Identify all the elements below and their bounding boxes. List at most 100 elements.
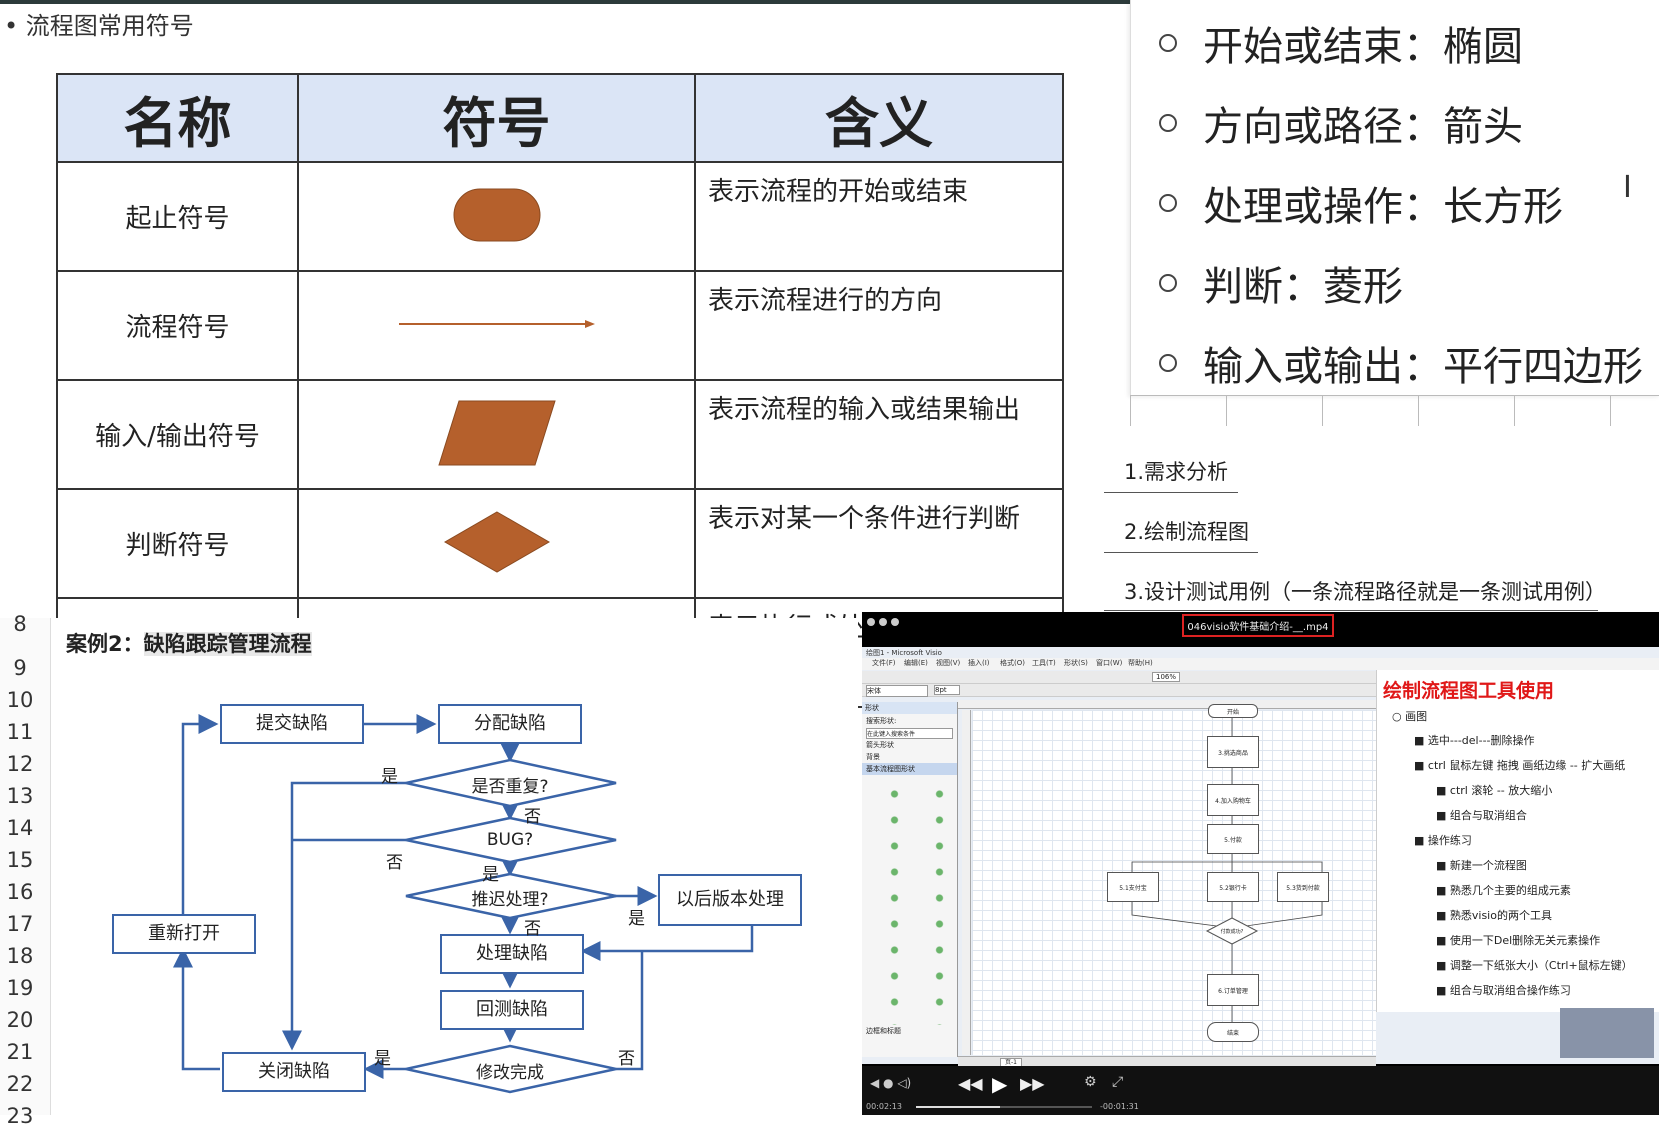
fast-forward-icon[interactable]: ▶▶ <box>1020 1074 1045 1093</box>
zoom-select[interactable]: 106% <box>1152 672 1181 682</box>
bullet-circle-icon <box>1159 114 1177 132</box>
menu-item[interactable]: 帮助(H) <box>1128 659 1153 667</box>
window-close-icon[interactable] <box>867 618 875 626</box>
line-number: 21 <box>6 1040 34 1064</box>
canvas-shape[interactable]: 开始 <box>1208 704 1258 718</box>
play-icon[interactable]: ▶ <box>992 1072 1008 1096</box>
canvas-shape[interactable]: 5.1支付宝 <box>1107 872 1159 902</box>
canvas-shape[interactable]: 3.挑选商品 <box>1207 736 1259 768</box>
line-number: 13 <box>6 784 34 808</box>
canvas-shape[interactable]: 6.订单管理 <box>1207 974 1259 1006</box>
flow-assign-box: 分配缺陷 <box>438 704 582 744</box>
summary-item: 输入或输出：平行四边形 <box>1159 334 1643 392</box>
line-number: 19 <box>6 976 34 1000</box>
step-divider <box>1104 492 1238 493</box>
stencil-shape-grid[interactable] <box>862 775 957 1025</box>
document-pane <box>0 618 858 1115</box>
note-item: ■ 调整一下纸张大小（Ctrl+鼠标左键） <box>1436 959 1633 972</box>
menu-item[interactable]: 形状(S) <box>1064 659 1088 667</box>
webcam-thumbnail <box>1560 1008 1654 1058</box>
settings-icon[interactable]: ⚙ <box>1084 1074 1097 1090</box>
visio-drawing-canvas[interactable]: 开始 3.挑选商品 4.加入购物车 5.付款 5.1支付宝 5.2银行卡 5.3… <box>972 704 1376 1055</box>
symbol-meaning: 表示流程的开始或结束 <box>694 161 1064 272</box>
step-divider <box>1104 610 1598 611</box>
flow-yes-label: 是 <box>628 909 645 929</box>
flow-reopen-box: 重新打开 <box>112 914 256 954</box>
flow-bug-diamond: BUG? <box>486 830 534 850</box>
stencil-item[interactable]: 背景 <box>866 753 880 761</box>
diamond-shape-icon <box>443 510 550 573</box>
flow-submit-box: 提交缺陷 <box>220 704 364 744</box>
shape-search-input[interactable]: 在此键入搜索条件 <box>866 728 953 739</box>
video-controls: ◀ ● ◁) ◀◀ ▶ ▶▶ ⚙ ⤢ 00:02:13 -00:01:31 <box>862 1066 1659 1115</box>
line-number: 15 <box>6 848 34 872</box>
note-item: ○ 画图 <box>1392 710 1428 723</box>
step-divider <box>1104 552 1258 553</box>
menu-item[interactable]: 窗口(W) <box>1096 659 1123 667</box>
note-item: ■ 熟悉visio的两个工具 <box>1436 909 1552 922</box>
menu-item[interactable]: 插入(I) <box>968 659 990 667</box>
flow-fixed-diamond: 修改完成 <box>476 1063 544 1083</box>
menu-item[interactable]: 格式(O) <box>1000 659 1025 667</box>
flow-yes-label: 是 <box>482 865 499 885</box>
canvas-connectors <box>1131 710 1323 1022</box>
symbol-name: 判断符号 <box>56 488 299 599</box>
volume-icon[interactable]: ◀ ● ◁) <box>870 1076 912 1090</box>
stencil-item[interactable]: 基本流程图形状 <box>862 763 957 775</box>
note-item: ■ 操作练习 <box>1414 834 1472 847</box>
summary-item: 判断：菱形 <box>1159 254 1403 312</box>
line-number: 12 <box>6 752 34 776</box>
flow-connectors <box>173 714 754 1094</box>
menu-item[interactable]: 工具(T) <box>1032 659 1056 667</box>
rewind-icon[interactable]: ◀◀ <box>958 1074 983 1093</box>
time-elapsed: 00:02:13 <box>866 1102 902 1111</box>
symbol-name: 起止符号 <box>56 161 299 272</box>
case-title: 案例2：缺陷跟踪管理流程 <box>66 632 312 656</box>
stencil-item[interactable]: 箭头形状 <box>866 741 894 749</box>
progress-fill <box>916 1106 1001 1108</box>
font-select[interactable]: 宋体 <box>866 685 928 697</box>
line-number: 11 <box>6 720 34 744</box>
line-number: 16 <box>6 880 34 904</box>
fullscreen-icon[interactable]: ⤢ <box>1112 1074 1124 1090</box>
menu-item[interactable]: 文件(F) <box>872 659 896 667</box>
flow-no-label: 否 <box>618 1049 635 1069</box>
shapes-panel: 形状 搜索形状: 在此键入搜索条件 箭头形状 背景 基本流程图形状 边框和标题 <box>862 702 958 1057</box>
step-2: 2.绘制流程图 <box>1124 520 1250 544</box>
table-row: 输入/输出符号 表示流程的输入或结果输出 <box>56 379 1064 490</box>
menu-item[interactable]: 编辑(E) <box>904 659 928 667</box>
line-number: 18 <box>6 944 34 968</box>
symbol-cell <box>297 488 696 599</box>
canvas-decision[interactable]: 付款成功? <box>1220 929 1244 935</box>
bullet-circle-icon <box>1159 274 1177 292</box>
header-meaning: 含义 <box>694 73 1064 163</box>
symbol-meaning: 表示流程进行的方向 <box>694 270 1064 381</box>
flow-process-box: 处理缺陷 <box>440 934 584 974</box>
canvas-shape[interactable]: 5.3货到付款 <box>1277 872 1329 902</box>
symbol-cell <box>297 270 696 381</box>
canvas-shape[interactable]: 5.付款 <box>1207 824 1259 854</box>
flow-no-label: 否 <box>524 919 541 939</box>
page-tabs-bar: 页-1 <box>958 1056 1376 1067</box>
window-minimize-icon[interactable] <box>879 618 887 626</box>
canvas-shape[interactable]: 4.加入购物车 <box>1207 784 1259 816</box>
line-number: 14 <box>6 816 34 840</box>
canvas-shape[interactable]: 结束 <box>1207 1022 1259 1042</box>
note-item: ■ 新建一个流程图 <box>1436 859 1527 872</box>
note-item: ■ 使用一下Del删除无关元素操作 <box>1436 934 1601 947</box>
bullet-circle-icon <box>1159 354 1177 372</box>
summary-item: 处理或操作：长方形 <box>1159 174 1563 232</box>
note-item: ■ 熟悉几个主要的组成元素 <box>1436 884 1571 897</box>
page-tab[interactable]: 页-1 <box>1000 1058 1022 1067</box>
menu-item[interactable]: 视图(V) <box>936 659 961 667</box>
flow-later-box: 以后版本处理 <box>658 874 802 926</box>
table-row: 起止符号 表示流程的开始或结束 <box>56 161 1064 272</box>
font-size-select[interactable]: 8pt <box>934 685 960 695</box>
symbol-cell <box>297 161 696 272</box>
stencil-item[interactable]: 边框和标题 <box>866 1027 901 1035</box>
bullet-circle-icon <box>1159 194 1177 212</box>
horizontal-ruler <box>958 700 1376 709</box>
progress-bar[interactable] <box>916 1106 1092 1108</box>
canvas-shape[interactable]: 5.2银行卡 <box>1207 872 1259 902</box>
window-zoom-icon[interactable] <box>891 618 899 626</box>
